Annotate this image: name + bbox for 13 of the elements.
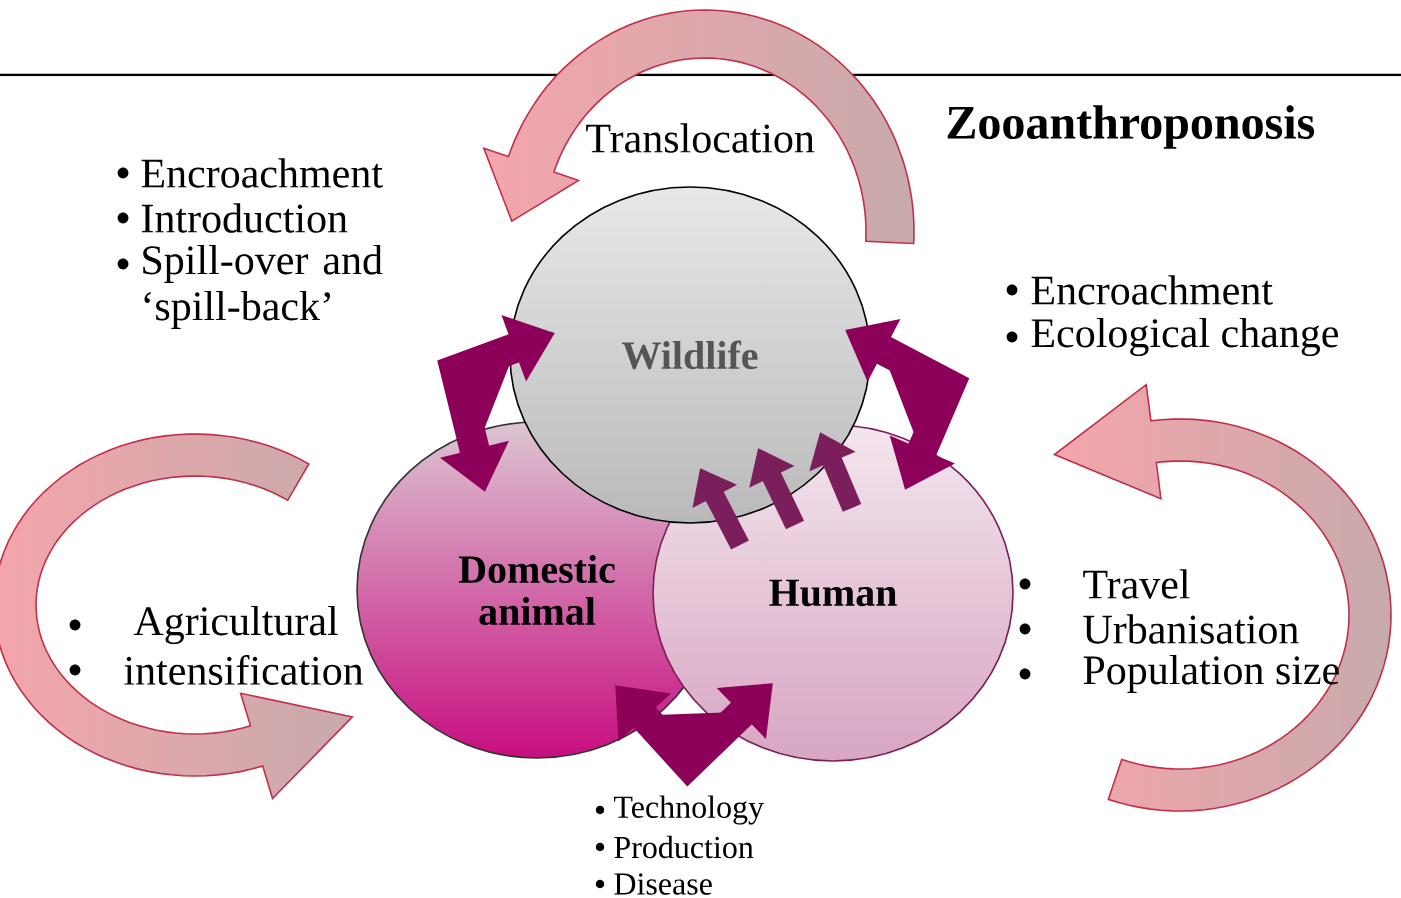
block-arrow	[615, 683, 773, 787]
list-item: Ecological change	[1031, 317, 1339, 357]
list-item: Production	[614, 835, 754, 859]
list-item: Disease	[614, 873, 712, 895]
list-item: Urbanisation	[1083, 614, 1299, 644]
list-item: Encroachment	[141, 158, 383, 188]
list-item: Encroachment	[1031, 275, 1273, 305]
title: Zooanthroponosis	[947, 105, 1315, 149]
list-item: Technology	[614, 795, 764, 825]
list-item: Population size	[1083, 654, 1339, 694]
list-item: Introduction	[141, 203, 348, 233]
list-item: Spill-over and ‘spill-back’	[143, 244, 383, 330]
list-item: Travel	[1083, 569, 1190, 599]
